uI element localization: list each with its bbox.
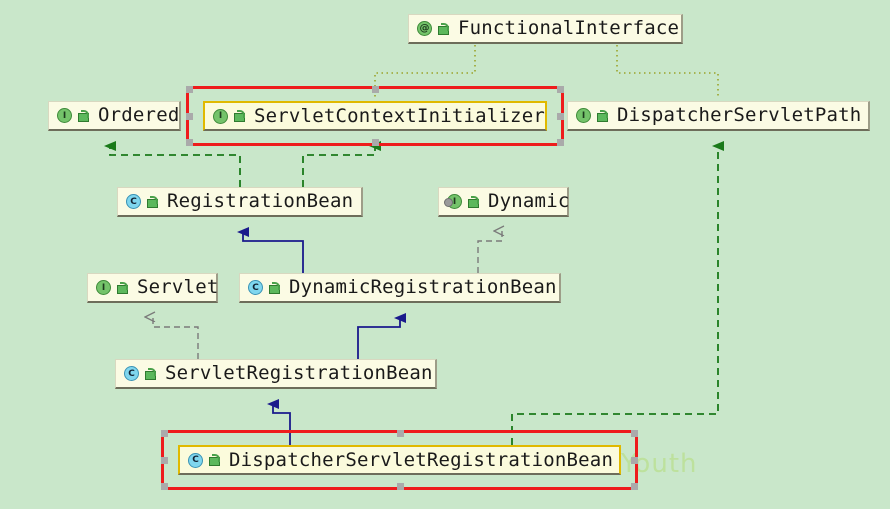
resize-handle[interactable] bbox=[396, 483, 404, 490]
node-label: RegistrationBean bbox=[167, 190, 354, 212]
node-label: Ordered bbox=[98, 104, 180, 126]
public-lock-icon bbox=[115, 281, 128, 295]
resize-handle[interactable] bbox=[631, 483, 638, 490]
edge-servletregistrationbean-extends-dynamicregistrationbean bbox=[357, 313, 406, 359]
interface-icon: I bbox=[575, 107, 592, 124]
resize-handle[interactable] bbox=[396, 430, 404, 437]
interface-icon: I bbox=[212, 108, 229, 125]
resize-handle[interactable] bbox=[186, 86, 193, 93]
resize-handle[interactable] bbox=[557, 113, 564, 120]
resize-handle[interactable] bbox=[161, 483, 168, 490]
edge-dynamicregistrationbean-extends-registrationbean bbox=[237, 227, 304, 273]
public-lock-icon bbox=[436, 22, 449, 36]
node-servlet-registration-bean[interactable]: C ServletRegistrationBean bbox=[115, 359, 437, 389]
class-icon: C bbox=[125, 193, 142, 210]
public-lock-icon bbox=[466, 195, 479, 209]
resize-handle[interactable] bbox=[186, 139, 193, 146]
node-label: DispatcherServletPath bbox=[617, 104, 862, 126]
node-label: DynamicRegistrationBean bbox=[289, 276, 557, 298]
interface-icon: I bbox=[95, 279, 112, 296]
watermark-text: Youth bbox=[621, 449, 698, 479]
class-icon: C bbox=[187, 452, 204, 469]
node-dispatcher-servlet-path[interactable]: I DispatcherServletPath bbox=[567, 101, 870, 131]
public-lock-icon bbox=[232, 109, 245, 123]
node-dispatcher-servlet-registration-bean[interactable]: C DispatcherServletRegistrationBean bbox=[178, 445, 621, 475]
node-label: FunctionalInterface bbox=[458, 17, 680, 39]
resize-handle[interactable] bbox=[557, 139, 564, 146]
public-lock-icon bbox=[595, 109, 608, 123]
resize-handle[interactable] bbox=[161, 430, 168, 437]
class-icon: C bbox=[247, 279, 264, 296]
node-label: ServletContextInitializer bbox=[254, 104, 545, 127]
public-lock-icon bbox=[76, 109, 89, 123]
node-functional-interface[interactable]: @ FunctionalInterface bbox=[408, 14, 683, 44]
annotation-icon: @ bbox=[416, 20, 433, 37]
edge-dynamicregistrationbean-uses-dynamic bbox=[477, 231, 502, 273]
node-servlet-context-initializer[interactable]: I ServletContextInitializer bbox=[203, 101, 547, 131]
public-lock-icon bbox=[267, 281, 280, 295]
node-label: Dynamic bbox=[488, 190, 570, 212]
edge-servletregistrationbean-uses-servlet bbox=[153, 317, 199, 359]
node-label: DispatcherServletRegistrationBean bbox=[229, 448, 614, 471]
node-label: ServletRegistrationBean bbox=[165, 362, 433, 384]
resize-handle[interactable] bbox=[372, 86, 379, 93]
node-dynamic[interactable]: I Dynamic bbox=[438, 187, 569, 217]
edge-registrationbean-implements-servletcontextinitializer bbox=[302, 141, 381, 187]
public-lock-icon bbox=[207, 453, 220, 467]
interface-icon: I bbox=[56, 107, 73, 124]
resize-handle[interactable] bbox=[557, 86, 564, 93]
public-lock-icon bbox=[143, 367, 156, 381]
interface-icon: I bbox=[444, 193, 463, 210]
node-dynamic-registration-bean[interactable]: C DynamicRegistrationBean bbox=[239, 273, 561, 303]
node-servlet[interactable]: I Servlet bbox=[87, 273, 218, 303]
edge-annotation-dispatcherservletpath bbox=[616, 45, 719, 98]
node-label: Servlet bbox=[137, 276, 219, 298]
public-lock-icon bbox=[145, 195, 158, 209]
resize-handle[interactable] bbox=[161, 457, 168, 464]
resize-handle[interactable] bbox=[186, 113, 193, 120]
resize-handle[interactable] bbox=[631, 457, 638, 464]
node-registration-bean[interactable]: C RegistrationBean bbox=[117, 187, 363, 217]
node-ordered[interactable]: I Ordered bbox=[48, 101, 181, 131]
edge-registrationbean-implements-ordered bbox=[104, 141, 241, 187]
class-icon: C bbox=[123, 365, 140, 382]
resize-handle[interactable] bbox=[631, 430, 638, 437]
resize-handle[interactable] bbox=[372, 139, 379, 146]
